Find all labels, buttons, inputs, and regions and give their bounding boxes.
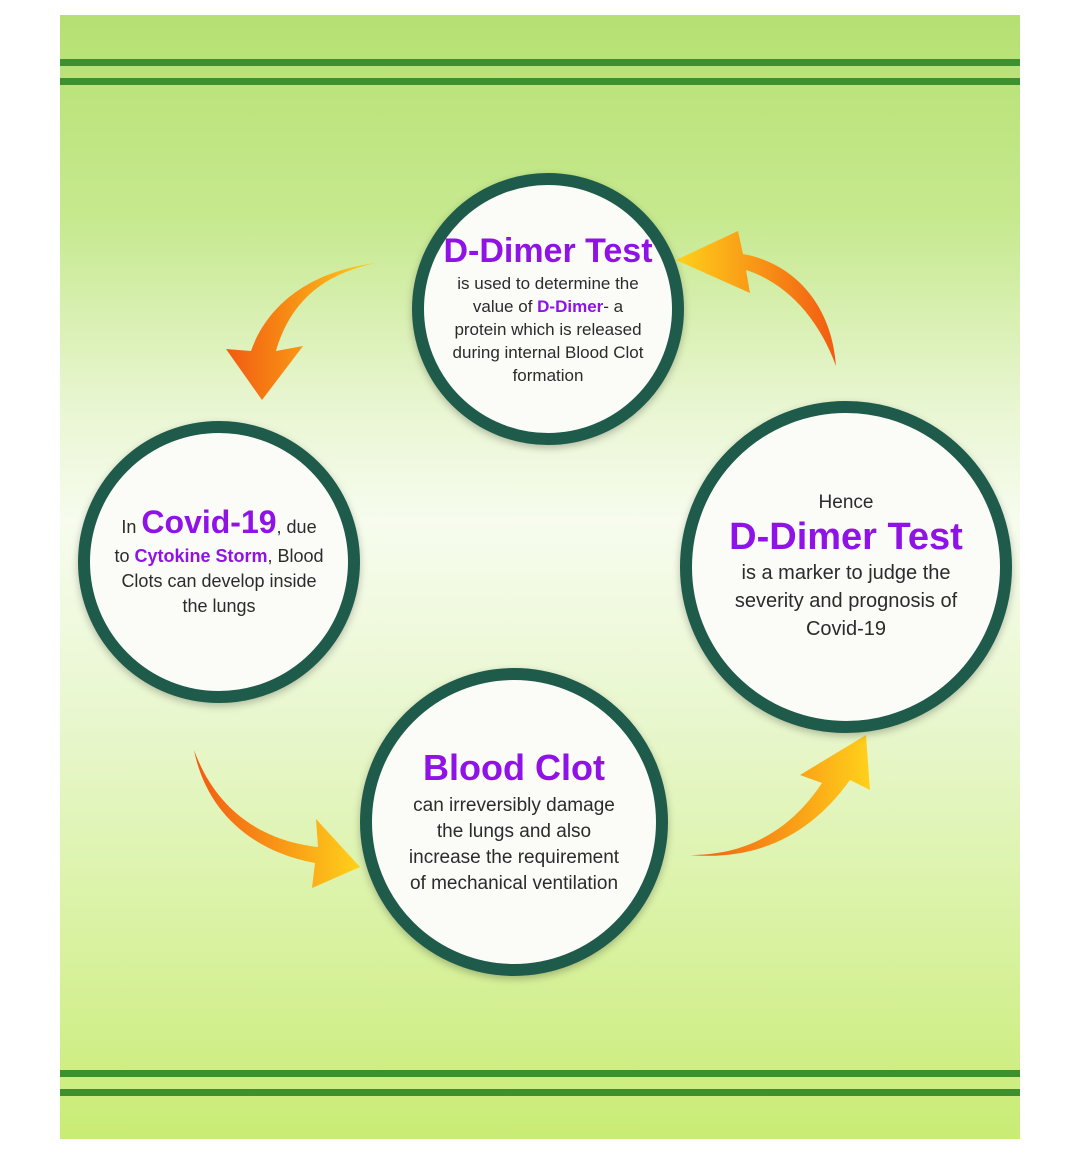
bottom-circle-title: Blood Clot xyxy=(423,747,605,788)
left-circle-cytokine-highlight: Cytokine Storm xyxy=(134,546,268,566)
right-circle-line1: is a marker to judge the xyxy=(741,562,951,584)
top-circle-line2-pre: value of xyxy=(472,296,538,316)
left-circle-line2: to Cytokine Storm, Blood xyxy=(114,544,323,569)
bottom-stripe-lower xyxy=(60,1089,1020,1096)
bottom-stripe-upper xyxy=(60,1070,1020,1077)
circle-blood-clot: Blood Clot can irreversibly damage the l… xyxy=(360,668,668,976)
left-circle-pre: In xyxy=(121,517,142,537)
right-circle-line3: Covid-19 xyxy=(805,618,887,640)
top-circle-d-dimer-highlight: D-Dimer xyxy=(537,296,604,316)
bottom-circle-line1: can irreversibly damage xyxy=(413,795,615,816)
circle-covid-19: In Covid-19, due to Cytokine Storm, Bloo… xyxy=(78,421,360,703)
top-circle-line2: value of D-Dimer- a xyxy=(473,295,623,318)
left-circle-line2-pre: to xyxy=(114,546,135,566)
top-circle-line3: protein which is released xyxy=(454,319,642,339)
left-circle-line3: Clots can develop inside xyxy=(121,571,317,591)
circle-d-dimer-marker: Hence D-Dimer Test is a marker to judge … xyxy=(680,401,1012,733)
left-circle-line1: In Covid-19, due xyxy=(121,505,316,544)
left-circle-line4: the lungs xyxy=(182,596,256,616)
top-circle-line5: formation xyxy=(512,365,584,385)
left-circle-covid-highlight: Covid-19 xyxy=(141,504,277,540)
arrow-right-to-top xyxy=(676,231,836,366)
arrow-left-to-bottom xyxy=(194,750,360,888)
bottom-circle-line4: of mechanical ventilation xyxy=(409,873,619,894)
bottom-circle-line3: increase the requirement xyxy=(408,847,620,868)
right-circle-title: D-Dimer Test xyxy=(729,516,963,558)
bottom-circle-line2: the lungs and also xyxy=(436,821,592,842)
cycle-arrows xyxy=(194,231,870,888)
arrow-bottom-to-right xyxy=(690,735,870,856)
right-circle-hence: Hence xyxy=(818,492,874,513)
top-circle-line4: during internal Blood Clot xyxy=(452,342,644,362)
top-stripe-upper xyxy=(60,59,1020,66)
right-circle-line2: severity and prognosis of xyxy=(734,590,958,612)
top-stripe-lower xyxy=(60,78,1020,85)
top-circle-line2-post: - a xyxy=(603,296,624,316)
left-circle-line2-post: , Blood xyxy=(267,546,324,566)
top-circle-title: D-Dimer Test xyxy=(443,231,653,270)
circle-d-dimer-test: D-Dimer Test is used to determine the va… xyxy=(412,173,684,445)
arrow-top-to-left xyxy=(226,263,376,400)
top-circle-line1: is used to determine the xyxy=(457,273,639,293)
left-circle-post: , due xyxy=(276,517,317,537)
infographic-panel: D-Dimer Test is used to determine the va… xyxy=(60,15,1020,1139)
